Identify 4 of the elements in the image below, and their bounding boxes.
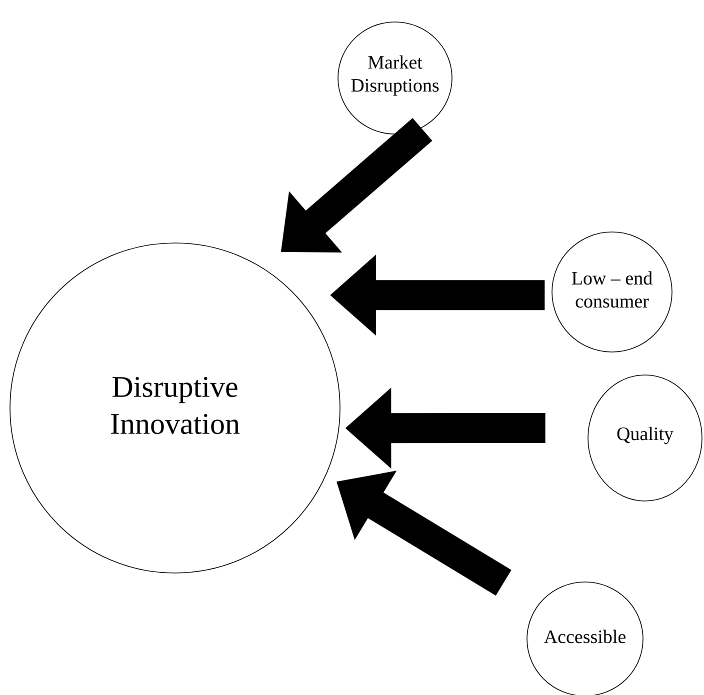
circle-node: Quality: [588, 374, 702, 502]
circle-node: Market Disruptions: [338, 22, 452, 134]
circle-node: Low – end consumer: [552, 232, 672, 352]
circle-node: Disruptive Innovation: [10, 242, 340, 574]
